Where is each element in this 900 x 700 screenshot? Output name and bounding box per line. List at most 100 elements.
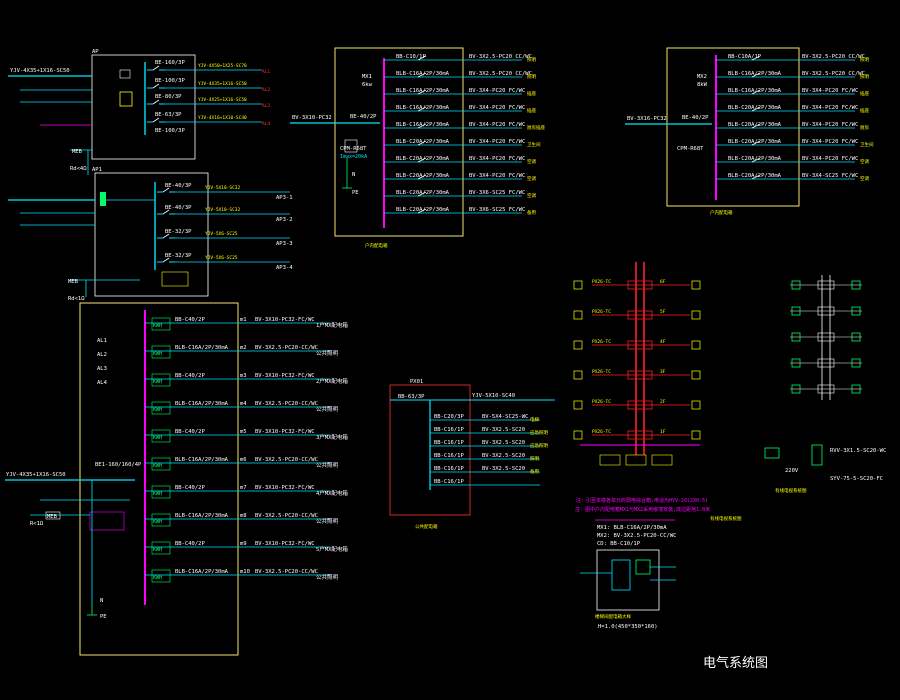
panel-ap1-meb: MEB bbox=[68, 279, 79, 285]
breaker-icon bbox=[417, 89, 427, 95]
panel-ap1-target-4: AP3-4 bbox=[276, 265, 293, 271]
outlet-icon bbox=[573, 400, 583, 410]
panel-ap-breaker-label-5: BE-100/3P bbox=[155, 128, 185, 134]
mx2-circuit-cable: BV-3X2.5-PC20 CC/WC bbox=[802, 54, 865, 60]
al-circuit-cable: BV-3X2.5-PC20-CC/WC bbox=[255, 401, 318, 407]
breaker-icon bbox=[417, 208, 427, 214]
panel-ap-cable-1: YJV-4X50+1X25-SC70 bbox=[198, 63, 247, 69]
panel-mx2-main-breaker: BE-40/2P bbox=[682, 115, 709, 121]
mx1-circuit-load: 插座 bbox=[527, 107, 536, 114]
panel-al-incoming: YJV-4X35+1X16-SC50 bbox=[6, 472, 66, 478]
mx2-circuit-breaker: BLB-C20A/2P/30mA bbox=[728, 139, 782, 145]
panel-mx2: MX2 8kW BV-3X16-PC32 BE-40/2P CPM-R68T 户… bbox=[625, 47, 874, 216]
panel-ap-frame bbox=[91, 54, 196, 160]
al-circuit-id: m3 bbox=[240, 373, 247, 379]
breaker-icon bbox=[417, 174, 427, 180]
al-circuit-breaker: BB-C40/2P bbox=[175, 541, 205, 547]
panel-ap: AP YJV-4X35+1X16-SC50 BE-160/3P BE-100/3… bbox=[8, 49, 270, 175]
panel-ap-target-2: AL2 bbox=[262, 87, 270, 93]
riser-1-floor-label: 4F bbox=[660, 339, 666, 345]
riser-2-note: 有线电视系统图 bbox=[775, 487, 807, 494]
mx1-circuit-breaker: BB-C10/1P bbox=[396, 54, 426, 60]
outlet-icon bbox=[691, 400, 701, 410]
mid-circuit-breaker: BB-C16/1P bbox=[434, 466, 464, 472]
riser-2: RVV-3X1.5-SC20-WC 220V SYV-75-5-SC20-FC … bbox=[764, 275, 886, 494]
riser-1-floor-label: 6F bbox=[660, 279, 666, 285]
panel-al-n: N bbox=[100, 598, 103, 604]
small-panel-line-1: MX1: BLB-C16A/2P/30mA bbox=[597, 525, 667, 531]
footnote: 注：图中户内配电箱MX1与MX2采用嵌墙安装,底边距地1.8米 bbox=[575, 506, 710, 513]
al-circuit-cable: BV-3X10-PC32-FC/WC bbox=[255, 429, 315, 435]
mx1-circuit-cable: BV-3X6-SC25 FC/WC bbox=[469, 207, 525, 213]
panel-mid-main: BB-63/3P bbox=[398, 394, 425, 400]
riser-1-floor-label: 5F bbox=[660, 309, 666, 315]
panel-mid-frame bbox=[389, 384, 471, 516]
panel-mx2-name: MX2 bbox=[697, 74, 707, 80]
panel-mx1-name: MX1 bbox=[362, 74, 372, 80]
outlet-icon bbox=[691, 430, 701, 440]
panel-ap1-target-2: AP3-2 bbox=[276, 217, 293, 223]
panel-ap1-frame bbox=[94, 172, 209, 297]
panel-al-frame bbox=[79, 302, 239, 656]
breaker-icon bbox=[751, 140, 761, 146]
outlet-icon bbox=[573, 430, 583, 440]
panel-mx1-main-breaker: BE-40/2P bbox=[350, 114, 377, 120]
mx1-circuit-breaker: BLB-C16A/2P/30mA bbox=[396, 122, 450, 128]
tv-outlet-icon bbox=[791, 358, 801, 368]
breaker-icon bbox=[417, 72, 427, 78]
panel-ap1-cable-2: YJV-5X10-SC32 bbox=[205, 207, 241, 213]
al-circuit-breaker: BLB-C16A/2P/30mA bbox=[175, 457, 229, 463]
splitter-icon bbox=[817, 384, 835, 394]
mid-circuit-load: 应急照明 bbox=[530, 442, 548, 449]
mid-circuit-load: 电梯 bbox=[530, 416, 539, 423]
panel-al: AL1 AL2 AL3 AL4 YJV-4X35+1X16-SC50 BE1-1… bbox=[5, 302, 348, 656]
junction-box-icon bbox=[627, 280, 653, 290]
panel-ap-breaker-label-3: BE-80/3P bbox=[155, 94, 182, 100]
mx1-circuit-breaker: BLB-C16A/2P/30mA bbox=[396, 88, 450, 94]
al-circuit-cable: BV-3X2.5-PC20-CC/WC bbox=[255, 345, 318, 351]
al-circuit-load: 2户MX配电箱 bbox=[316, 377, 348, 385]
mx1-circuit-load: 照明 bbox=[527, 74, 536, 80]
junction-box-icon bbox=[627, 340, 653, 350]
mx1-circuit-load: 空调 bbox=[527, 175, 536, 182]
al-circuit-cable: BV-3X2.5-PC20-CC/WC bbox=[255, 457, 318, 463]
riser-1-floor-label: 2F bbox=[660, 399, 666, 405]
mid-circuit-cable: BV-3X2.5-SC20 bbox=[482, 466, 525, 472]
panel-ap-breaker-label-4: BE-63/3P bbox=[155, 112, 182, 118]
mx2-circuit-load: 卫生间 bbox=[860, 141, 874, 148]
splitter-icon bbox=[817, 306, 835, 316]
mx1-circuit-load: 空调 bbox=[527, 192, 536, 199]
tv-outlet-icon bbox=[791, 306, 801, 316]
panel-ap-target-4: AL4 bbox=[262, 121, 270, 127]
mx1-circuit-breaker: BLB-C16A/2P/30mA bbox=[396, 71, 450, 77]
al-circuit-load: 1户MX配电箱 bbox=[316, 321, 348, 329]
mx1-circuit-breaker: BLB-C20A/2P/30mA bbox=[396, 156, 450, 162]
panel-mx1-circuits: BB-C10/1P BV-3X2.5-PC20 CC/WC 照明 BLB-C16A/2… bbox=[384, 54, 545, 216]
riser-1-note: 注：引至本楼各单元的弱电综合箱,电话为HYV-20(2X0.5) bbox=[576, 497, 708, 504]
al-kwh-label: KWH bbox=[153, 379, 162, 385]
outlet-icon bbox=[573, 370, 583, 380]
mx1-circuit-cable: BV-3X2.5-PC20 CC/WC bbox=[469, 54, 532, 60]
kwh-meter-icon bbox=[151, 541, 171, 555]
panel-ap1-cable-3: YJV-5X6-SC25 bbox=[205, 231, 238, 237]
al-circuit-id: m4 bbox=[240, 401, 247, 407]
mx2-circuit-cable: BV-3X4-PC20 FC/WC bbox=[802, 88, 858, 94]
al-circuit-id: m1 bbox=[240, 317, 247, 323]
tv-outlet-icon bbox=[851, 332, 861, 342]
panel-ap-name: AP bbox=[92, 49, 99, 55]
mid-circuit-load: 照明 bbox=[530, 456, 539, 462]
panel-ap-meb: MEB bbox=[72, 149, 83, 155]
panel-ap-cable-2: YJV-4X35+1X16-SC50 bbox=[198, 81, 247, 87]
al-kwh-label: KWH bbox=[153, 463, 162, 469]
tv-outlet-icon bbox=[851, 280, 861, 290]
riser-1-box-label: PX26-TC bbox=[592, 399, 611, 405]
mx1-circuit-load: 备用 bbox=[527, 209, 536, 216]
outlet-icon bbox=[691, 370, 701, 380]
tv-outlet-icon bbox=[851, 306, 861, 316]
riser-2-amp: 220V bbox=[785, 468, 799, 474]
mx2-circuit-breaker: BLB-C20A/2P/30mA bbox=[728, 122, 782, 128]
al-circuit-cable: BV-3X2.5-PC20-CC/WC bbox=[255, 569, 318, 575]
panel-ap-breaker-label-1: BE-160/3P bbox=[155, 60, 185, 66]
mx2-circuit-load: 照明 bbox=[860, 57, 869, 63]
